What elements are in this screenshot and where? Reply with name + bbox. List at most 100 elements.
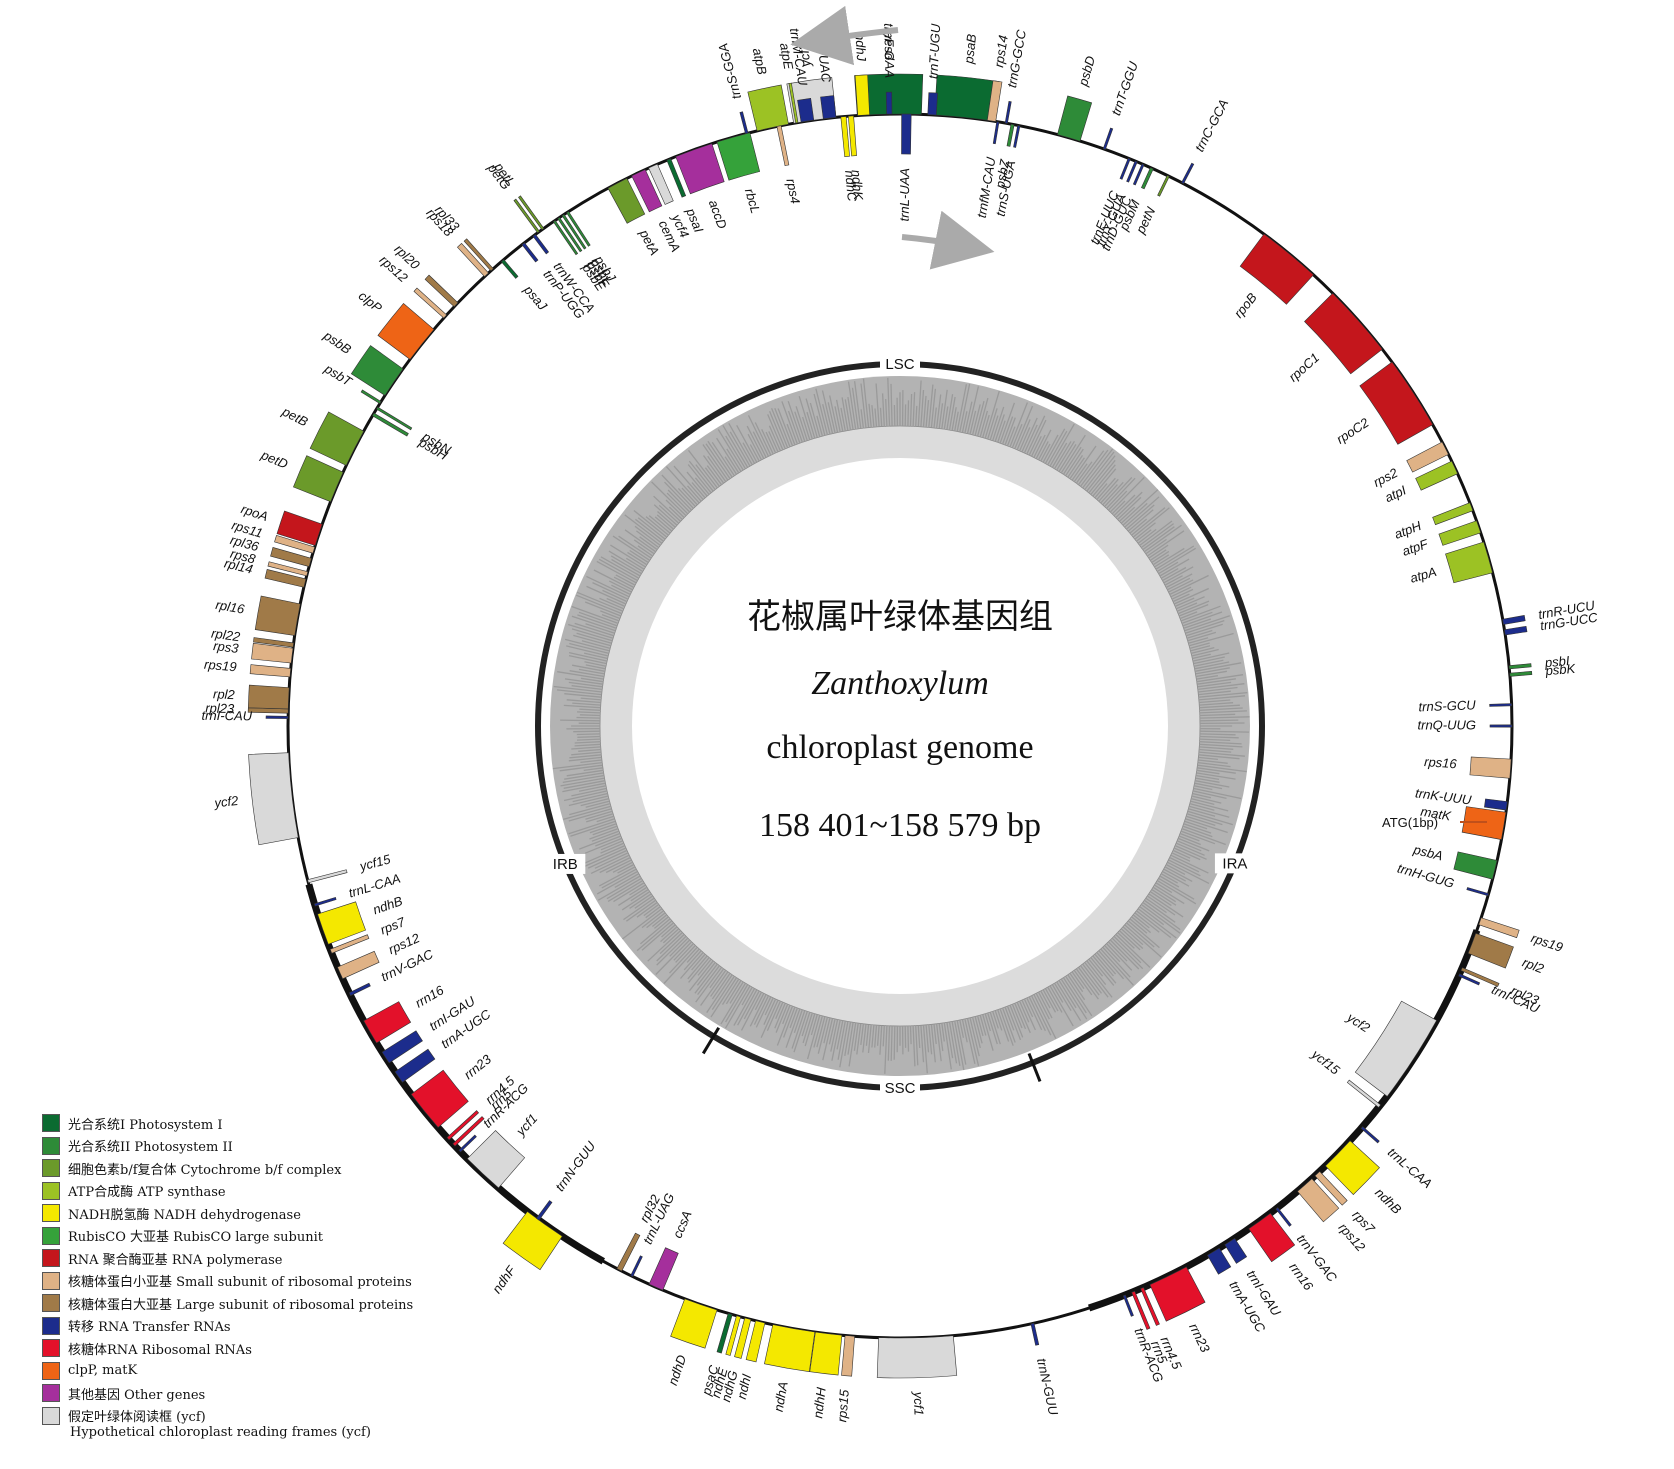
gene-block-trnr-acg — [458, 1134, 477, 1153]
gene-label: rpl2 — [1520, 954, 1546, 976]
gene-label: trnV-UAC — [813, 27, 834, 84]
gene-label: rrn23 — [461, 1051, 495, 1082]
gene-block-rps8 — [267, 561, 309, 577]
gene-block-petd — [293, 455, 344, 503]
gene-block-accd — [675, 143, 725, 195]
gene-label: trnC-GCA — [1192, 97, 1232, 155]
gene-block-rps7 — [1314, 1170, 1348, 1206]
gene-label: psaA — [879, 30, 895, 61]
gene-block-ndhk — [847, 115, 857, 157]
gene-block-atpi — [1415, 460, 1458, 491]
gene-block-psbl — [561, 213, 587, 250]
gene-block-rps19 — [1478, 917, 1520, 939]
gene-block-rps19 — [249, 664, 292, 678]
legend-swatch — [42, 1271, 60, 1290]
gene-label: psbK — [1544, 661, 1577, 679]
region-label-irb: IRB — [553, 856, 578, 873]
gene-label: trnN-GUU — [1034, 1357, 1061, 1417]
legend-item: 核糖体蛋白大亚基 Large subunit of ribosomal prot… — [42, 1292, 502, 1315]
gene-block-rps4 — [776, 125, 790, 167]
gene-block-rpl2 — [247, 684, 290, 710]
gene-label: ycf15 — [1308, 1046, 1343, 1078]
gene-block-ndhe — [725, 1315, 741, 1356]
gene-block-rps3 — [251, 642, 294, 664]
gene-block-psbm — [1141, 167, 1154, 190]
center-genus: Zanthoxylum — [811, 665, 989, 702]
legend-item: 核糖体蛋白小亚基 Small subunit of ribosomal prot… — [42, 1270, 502, 1293]
gene-label: ndhC — [842, 170, 860, 203]
gene-block-trnr-ucu — [1502, 615, 1526, 625]
legend-item: 光合系统II Photosystem II — [42, 1135, 502, 1158]
legend-label: 核糖体蛋白大亚基 Large subunit of ribosomal prot… — [68, 1297, 414, 1313]
gene-block-trnr-acg — [1122, 1294, 1134, 1317]
gene-block-atpb — [747, 84, 789, 132]
gene-label: rps19 — [1529, 930, 1565, 955]
gene-block-cema — [631, 169, 663, 213]
gene-label: petD — [258, 447, 290, 472]
gene-label: accD — [706, 198, 730, 231]
gene-block-trni-gau — [381, 1030, 423, 1064]
gc-content-ticks — [552, 377, 1250, 1074]
gene-label: rrn23 — [1186, 1321, 1213, 1356]
gene-block-matk — [1461, 806, 1507, 840]
gene-block-trnw-cca — [532, 233, 550, 255]
legend-label: 转移 RNA Transfer RNAs — [68, 1320, 231, 1336]
legend-label: RubisCO 大亚基 RubisCO large subunit — [68, 1230, 323, 1246]
gc-ticks — [552, 377, 1250, 1074]
gene-label: rpoC1 — [1286, 350, 1322, 385]
gene-label: ndhB — [1372, 1185, 1404, 1217]
legend-item: 其他基因 Other genes — [42, 1382, 502, 1405]
gene-block-trnh-gug — [1466, 887, 1489, 897]
gene-block-rps12 — [413, 287, 448, 319]
center-subtitle: chloroplast genome — [766, 729, 1033, 766]
gene-block-trnn-guu — [535, 1200, 553, 1221]
gene-label: rps7 — [378, 914, 408, 938]
gene-label: rps14 — [991, 34, 1011, 68]
gene-block-trni-gau — [1224, 1237, 1248, 1264]
gene-block-rps16 — [1469, 756, 1512, 779]
gene-label: ndhB — [371, 893, 405, 917]
gene-block-psbj — [566, 211, 591, 247]
gene-block-psbi — [1508, 663, 1532, 670]
legend-swatch — [42, 1181, 60, 1200]
gene-block-rps11 — [274, 535, 316, 554]
gene-block-trnt-ugu — [927, 92, 938, 116]
atg-note: ATG(1bp) — [1382, 815, 1438, 830]
gene-block-trny-gua — [1126, 160, 1138, 183]
legend-item: clpP, matK — [42, 1360, 502, 1383]
gene-block-ndha — [764, 1324, 816, 1373]
gene-block-psbt — [360, 389, 382, 405]
gene-label: ndhK — [849, 169, 866, 202]
legend-item: 转移 RNA Transfer RNAs — [42, 1315, 502, 1338]
legend-label: clpP, matK — [68, 1363, 138, 1379]
gene-block-rpl23 — [1460, 967, 1500, 987]
gene-block-ndhj — [854, 74, 870, 116]
legend-label: NADH脱氢酶 NADH dehydrogenase — [68, 1207, 301, 1223]
legend-swatch — [42, 1294, 60, 1313]
gene-block-ndhd — [670, 1298, 718, 1349]
gene-label: trnV-GAC — [379, 946, 436, 984]
legend-label: 核糖体蛋白小亚基 Small subunit of ribosomal prot… — [68, 1275, 412, 1291]
gene-block-ycf1 — [876, 1335, 958, 1379]
gene-label: ycf2 — [1344, 1009, 1374, 1036]
gene-block-petb — [309, 411, 365, 466]
legend-item: NADH脱氢酶 NADH dehydrogenase — [42, 1202, 502, 1225]
gene-label: petA — [636, 226, 662, 258]
gene-label: trnK-UUU — [1414, 785, 1472, 807]
center-size: 158 401~158 579 bp — [759, 807, 1041, 844]
legend-label: 其他基因 Other genes — [68, 1387, 206, 1403]
gene-block-clpp — [377, 302, 435, 360]
gene-label: psaB — [961, 33, 979, 65]
legend-swatch — [42, 1226, 60, 1245]
direction-arrow-outer — [790, 5, 899, 66]
legend-item: RNA 聚合酶亚基 RNA polymerase — [42, 1247, 502, 1270]
gc-center-disc — [632, 458, 1168, 994]
legend-swatch — [42, 1249, 60, 1268]
legend-swatch — [42, 1204, 60, 1223]
gene-block-atpe — [788, 82, 799, 124]
legend-swatch — [42, 1316, 60, 1335]
gene-label: trnF-GAA — [881, 23, 897, 78]
gene-block-trnn-guu — [1030, 1322, 1040, 1346]
gene-block-rpl14 — [264, 569, 307, 588]
